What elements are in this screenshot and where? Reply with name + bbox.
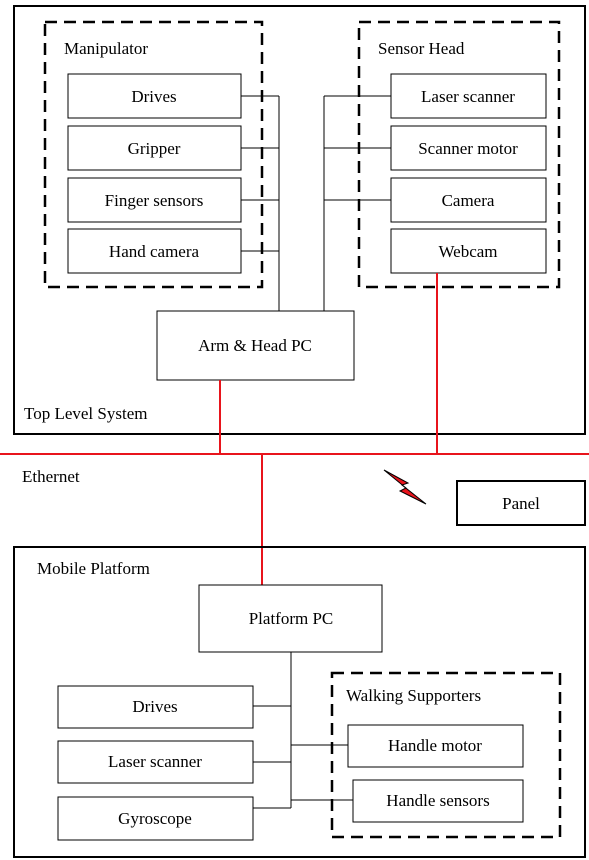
panel-label: Panel — [502, 494, 540, 513]
arm-head-pc-label: Arm & Head PC — [198, 336, 312, 355]
sensor-head-item-label: Webcam — [438, 242, 497, 261]
walking-supporters-item-label: Handle motor — [388, 736, 482, 755]
top-level-system-frame — [13, 5, 586, 435]
sensor-head-item-scanner-motor: Scanner motor — [390, 125, 547, 171]
platform-item-label: Gyroscope — [118, 809, 192, 828]
top-level-system-label: Top Level System — [24, 404, 147, 423]
platform-item-label: Drives — [132, 697, 177, 716]
sensor-head-item-label: Scanner motor — [418, 139, 518, 158]
sensor-head-label: Sensor Head — [378, 39, 465, 58]
sensor-head-bus — [323, 95, 391, 311]
arm-head-pc: Arm & Head PC — [156, 310, 355, 381]
panel-device: Panel — [456, 480, 586, 526]
ethernet-links — [0, 273, 589, 585]
walking-supporters-label: Walking Supporters — [346, 686, 481, 705]
ethernet-label: Ethernet — [22, 467, 80, 486]
platform-item-label: Laser scanner — [108, 752, 202, 771]
mobile-platform-label: Mobile Platform — [37, 559, 150, 578]
sensor-head-item-label: Camera — [442, 191, 495, 210]
walking-supporters-item-handle-motor: Handle motor — [347, 724, 524, 768]
walking-supporters-item-handle-sensors: Handle sensors — [352, 779, 524, 823]
manipulator-label: Manipulator — [64, 39, 148, 58]
manipulator-item-finger-sensors: Finger sensors — [67, 177, 242, 223]
mobile-platform-frame — [13, 546, 586, 858]
sensor-head-group — [357, 20, 561, 289]
manipulator-item-hand-camera: Hand camera — [67, 228, 242, 274]
platform-pc-label: Platform PC — [249, 609, 334, 628]
sensor-head-item-webcam: Webcam — [390, 228, 547, 274]
manipulator-group — [43, 20, 264, 289]
platform-bus — [253, 652, 353, 809]
sensor-head-item-laser-scanner: Laser scanner — [390, 73, 547, 119]
manipulator-item-gripper: Gripper — [67, 125, 242, 171]
platform-item-gyroscope: Gyroscope — [57, 796, 254, 841]
manipulator-item-label: Finger sensors — [105, 191, 204, 210]
sensor-head-item-label: Laser scanner — [421, 87, 515, 106]
wireless-lightning-icon — [383, 469, 427, 505]
platform-item-drives: Drives — [57, 685, 254, 729]
manipulator-item-label: Drives — [131, 87, 176, 106]
walking-supporters-item-label: Handle sensors — [386, 791, 489, 810]
walking-supporters-group — [330, 671, 562, 839]
platform-pc: Platform PC — [198, 584, 383, 653]
manipulator-item-label: Gripper — [128, 139, 181, 158]
platform-item-laser-scanner: Laser scanner — [57, 740, 254, 784]
manipulator-bus — [241, 95, 280, 311]
sensor-head-item-camera: Camera — [390, 177, 547, 223]
manipulator-item-drives: Drives — [67, 73, 242, 119]
manipulator-item-label: Hand camera — [109, 242, 200, 261]
